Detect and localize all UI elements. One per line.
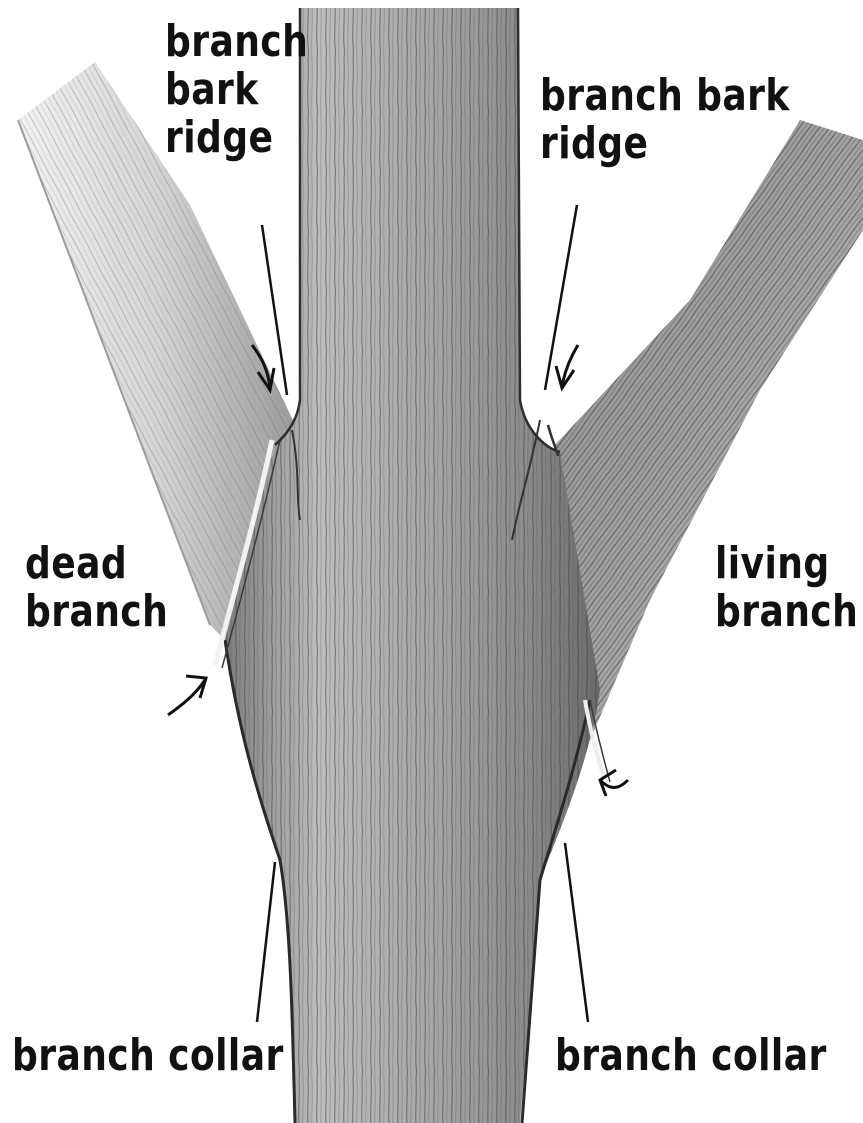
arrow-dead-branch bbox=[168, 676, 206, 715]
label-ridge-left-line1: branch bbox=[165, 18, 308, 66]
leader-ridge-right bbox=[545, 205, 577, 390]
label-dead-branch-line1: dead bbox=[25, 540, 168, 588]
label-dead-branch-line2: branch bbox=[25, 588, 168, 636]
label-dead-branch: dead branch bbox=[25, 540, 168, 636]
trunk-shape bbox=[225, 8, 600, 1123]
label-living-branch-line2: branch bbox=[715, 588, 858, 636]
label-ridge-right-line1: branch bark bbox=[540, 72, 790, 120]
label-branch-collar-right: branch collar bbox=[555, 1032, 827, 1080]
label-ridge-right-line2: ridge bbox=[540, 120, 790, 168]
arrow-ridge-right bbox=[556, 345, 578, 388]
label-branch-collar-left: branch collar bbox=[12, 1032, 284, 1080]
label-living-branch-line1: living bbox=[715, 540, 858, 588]
label-living-branch: living branch bbox=[715, 540, 858, 636]
label-ridge-left-line2: bark bbox=[165, 66, 308, 114]
label-branch-bark-ridge-left: branch bark ridge bbox=[165, 18, 308, 162]
label-branch-bark-ridge-right: branch bark ridge bbox=[540, 72, 790, 168]
label-ridge-left-line3: ridge bbox=[165, 114, 308, 162]
leader-collar-left bbox=[257, 862, 275, 1022]
leader-collar-right bbox=[565, 843, 588, 1022]
